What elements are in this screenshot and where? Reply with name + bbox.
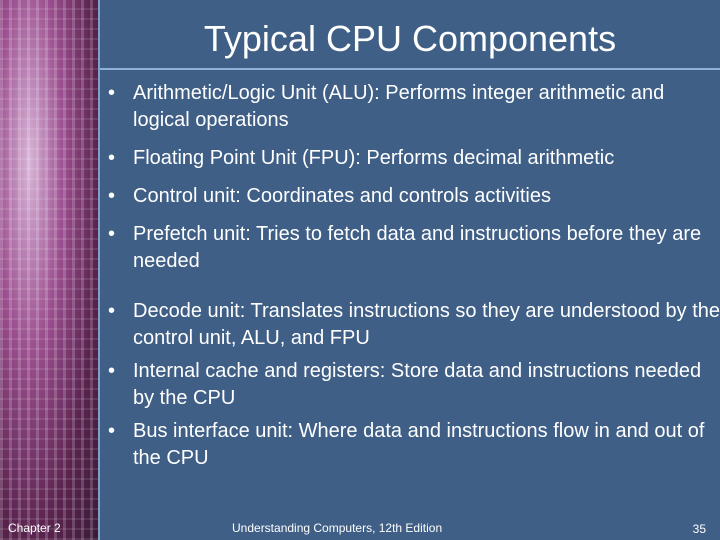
- bullet-text: Decode unit: Translates instructions so …: [133, 300, 720, 349]
- bullet-text: Arithmetic/Logic Unit (ALU): Performs in…: [133, 82, 665, 131]
- bullet-item: • Arithmetic/Logic Unit (ALU): Performs …: [108, 80, 720, 134]
- bullet-icon: •: [108, 360, 116, 382]
- title-divider: [100, 68, 720, 70]
- bullet-icon: •: [108, 420, 116, 442]
- decorative-side-image: [0, 0, 98, 540]
- bullet-item: • Prefetch unit: Tries to fetch data and…: [108, 221, 720, 275]
- bullet-text: Prefetch unit: Tries to fetch data and i…: [133, 223, 702, 272]
- slide-title: Typical CPU Components: [203, 18, 617, 59]
- bullet-item: • Internal cache and registers: Store da…: [108, 358, 720, 412]
- bullet-text: Control unit: Coordinates and controls a…: [133, 185, 551, 207]
- page-number: 35: [692, 522, 706, 536]
- bullet-icon: •: [108, 300, 116, 322]
- footer-chapter: Chapter 2: [8, 521, 61, 535]
- bullet-item: • Control unit: Coordinates and controls…: [108, 183, 720, 210]
- bullet-item: • Decode unit: Translates instructions s…: [108, 298, 720, 352]
- bullet-text: Internal cache and registers: Store data…: [133, 360, 702, 409]
- bullet-icon: •: [108, 223, 116, 245]
- bullet-text: Bus interface unit: Where data and instr…: [133, 420, 705, 469]
- footer-book-title: Understanding Computers, 12th Edition: [232, 521, 443, 535]
- bullet-list: • Arithmetic/Logic Unit (ALU): Performs …: [108, 80, 720, 483]
- bullet-icon: •: [108, 82, 116, 104]
- bullet-icon: •: [108, 185, 116, 207]
- bullet-item: • Floating Point Unit (FPU): Performs de…: [108, 145, 720, 172]
- bullet-item: • Bus interface unit: Where data and ins…: [108, 418, 720, 472]
- bullet-text: Floating Point Unit (FPU): Performs deci…: [133, 147, 615, 169]
- bullet-icon: •: [108, 147, 116, 169]
- side-divider: [98, 0, 100, 540]
